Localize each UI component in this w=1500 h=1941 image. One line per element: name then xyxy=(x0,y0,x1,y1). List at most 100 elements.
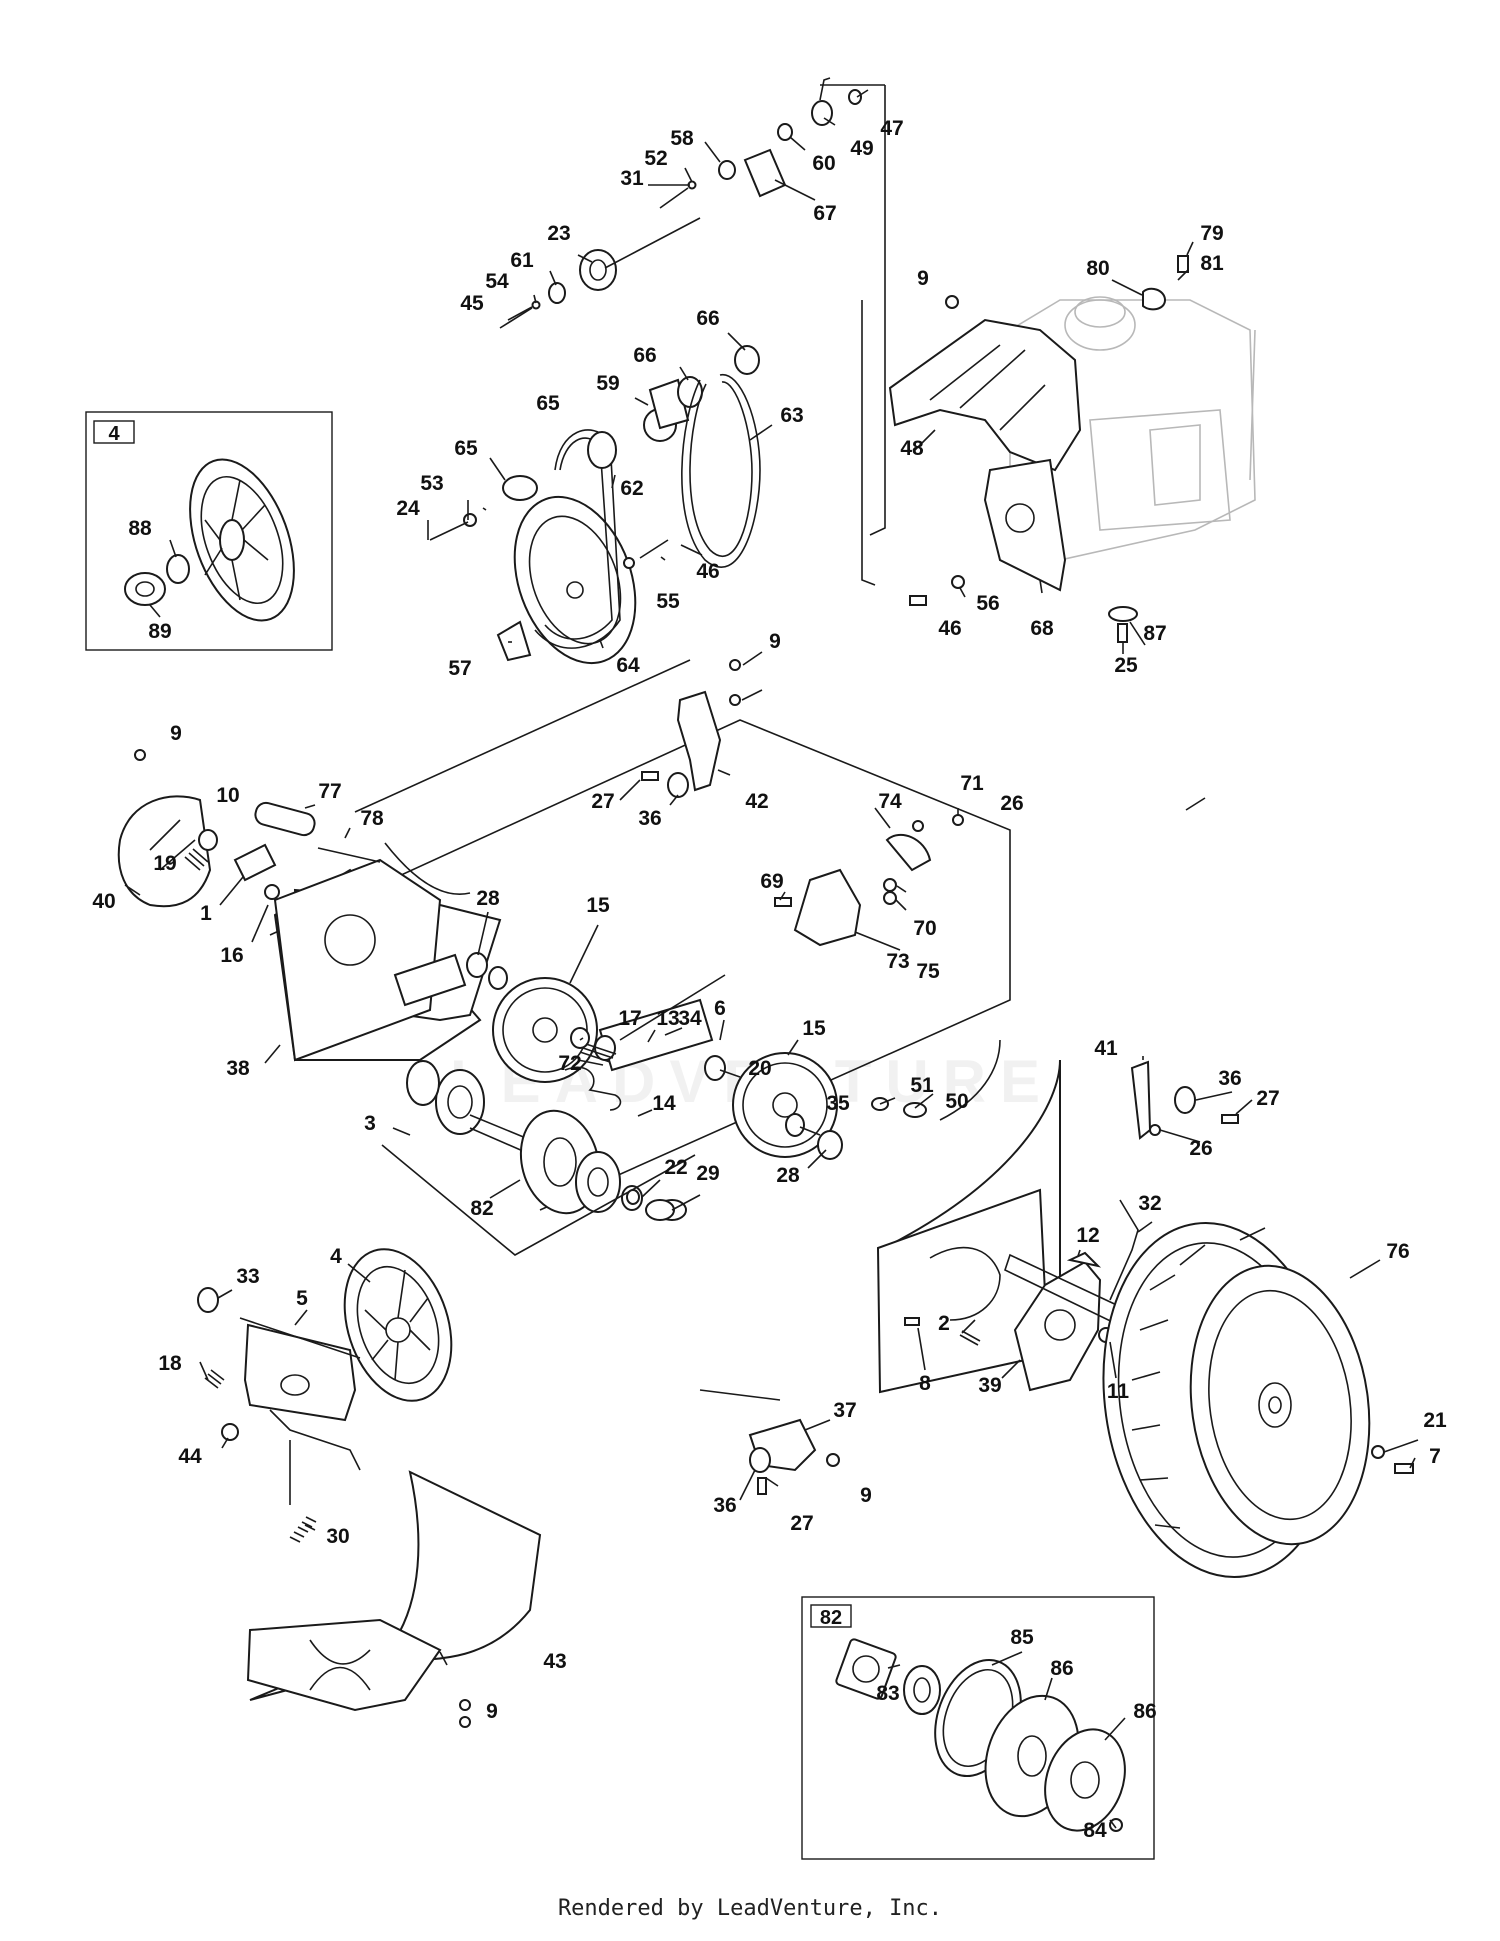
washer-16 xyxy=(264,884,280,900)
callout-70: 70 xyxy=(913,917,936,940)
pulley-4-main xyxy=(343,1248,453,1402)
callout-44: 44 xyxy=(178,1445,202,1468)
callout-65-mid: 65 xyxy=(536,392,560,415)
spring-19 xyxy=(184,848,209,871)
callout-48: 48 xyxy=(900,437,924,460)
callout-5: 5 xyxy=(296,1287,308,1310)
callout-49: 49 xyxy=(850,137,873,160)
callout-45: 45 xyxy=(460,292,484,315)
callout-88: 88 xyxy=(128,517,152,540)
callout-4: 4 xyxy=(330,1245,342,1268)
callout-18: 18 xyxy=(158,1352,182,1375)
bolt-46 xyxy=(909,595,927,606)
bolt-79 xyxy=(1177,255,1189,273)
callout-1: 1 xyxy=(200,902,212,925)
callout-labels: 1 2 3 4 5 6 7 8 9 9 9 9 9 10 11 12 13 14… xyxy=(92,117,1447,1842)
callout-53: 53 xyxy=(420,472,443,495)
callout-24: 24 xyxy=(396,497,420,520)
callout-57: 57 xyxy=(448,657,471,680)
callout-13: 13 xyxy=(656,1007,679,1030)
callout-9-scraper: 9 xyxy=(486,1700,498,1723)
callout-63: 63 xyxy=(780,404,803,427)
callout-9-top: 9 xyxy=(917,267,929,290)
callout-42: 42 xyxy=(745,790,768,813)
callout-67: 67 xyxy=(813,202,836,225)
callout-27-right: 27 xyxy=(1256,1087,1279,1110)
pin-80 xyxy=(1142,287,1167,311)
cable-32 xyxy=(1109,1199,1139,1301)
callout-31: 31 xyxy=(620,167,644,190)
callout-19: 19 xyxy=(153,852,176,875)
callout-29: 29 xyxy=(696,1162,719,1185)
callout-39: 39 xyxy=(978,1374,1001,1397)
footer-credit: Rendered by LeadVenture, Inc. xyxy=(557,1896,943,1921)
callout-85: 85 xyxy=(1010,1626,1034,1649)
bracket-74 xyxy=(885,833,932,872)
callout-32: 32 xyxy=(1138,1192,1161,1215)
callout-78: 78 xyxy=(360,807,384,830)
callout-36-top: 36 xyxy=(638,807,661,830)
callout-2: 2 xyxy=(938,1312,950,1335)
bearing-36-bottom xyxy=(749,1447,771,1473)
callout-10: 10 xyxy=(216,784,239,807)
part-10 xyxy=(198,829,218,851)
callout-28-bottom: 28 xyxy=(776,1164,800,1187)
callout-86-lower: 86 xyxy=(1133,1700,1156,1723)
callout-89: 89 xyxy=(148,620,171,643)
engine-plate xyxy=(983,458,1067,592)
callout-36-bottom: 36 xyxy=(713,1494,736,1517)
gear-case-38 xyxy=(273,858,442,1062)
plate-5 xyxy=(243,1323,357,1422)
callout-35: 35 xyxy=(826,1092,850,1115)
belt-cover xyxy=(888,318,1082,472)
callout-36-right: 36 xyxy=(1218,1067,1241,1090)
callout-59: 59 xyxy=(596,372,619,395)
lever-41 xyxy=(1130,1060,1152,1140)
callout-58: 58 xyxy=(670,127,694,150)
nut-44 xyxy=(221,1423,239,1441)
callout-30: 30 xyxy=(326,1525,349,1548)
callout-74: 74 xyxy=(878,790,902,813)
callout-80: 80 xyxy=(1086,257,1109,280)
callout-65-left: 65 xyxy=(454,437,478,460)
callout-83: 83 xyxy=(876,1682,899,1705)
washer-56 xyxy=(951,575,965,589)
callout-81: 81 xyxy=(1200,252,1224,275)
auger-assembly xyxy=(381,1060,696,1256)
bearing-36-top xyxy=(667,772,689,798)
callout-33: 33 xyxy=(236,1265,259,1288)
bracket-42 xyxy=(676,690,722,792)
callout-6: 6 xyxy=(714,997,726,1020)
callout-72: 72 xyxy=(558,1052,581,1075)
callout-34: 34 xyxy=(678,1007,702,1030)
inset-4: 4 xyxy=(85,411,333,651)
callout-62: 62 xyxy=(620,477,643,500)
callout-20: 20 xyxy=(748,1057,771,1080)
callout-82: 82 xyxy=(470,1197,493,1220)
washer-20 xyxy=(704,1055,726,1081)
shift-arm-72 xyxy=(564,1066,622,1111)
washer-29 xyxy=(645,1199,675,1221)
bolt-27-bottom xyxy=(757,1477,767,1495)
callout-54: 54 xyxy=(485,270,509,293)
wheel-76 xyxy=(1102,1222,1371,1578)
callout-61: 61 xyxy=(510,249,534,272)
pulley-assembly xyxy=(429,345,761,665)
inset-4-tag: 4 xyxy=(108,423,120,445)
callout-37: 37 xyxy=(833,1399,856,1422)
callout-21: 21 xyxy=(1423,1409,1447,1432)
callout-40: 40 xyxy=(92,890,115,913)
washer-17 xyxy=(570,1027,590,1049)
callout-27-bottom: 27 xyxy=(790,1512,813,1535)
callout-66-top: 66 xyxy=(696,307,719,330)
callout-52: 52 xyxy=(644,147,667,170)
callout-46-plate: 46 xyxy=(938,617,961,640)
leader-lines xyxy=(124,89,1419,1829)
callout-47: 47 xyxy=(880,117,903,140)
callout-60: 60 xyxy=(812,152,835,175)
bearing-36-right xyxy=(1174,1086,1196,1114)
callout-66-mid: 66 xyxy=(633,344,656,367)
callout-76: 76 xyxy=(1386,1240,1409,1263)
callout-25: 25 xyxy=(1114,654,1138,677)
